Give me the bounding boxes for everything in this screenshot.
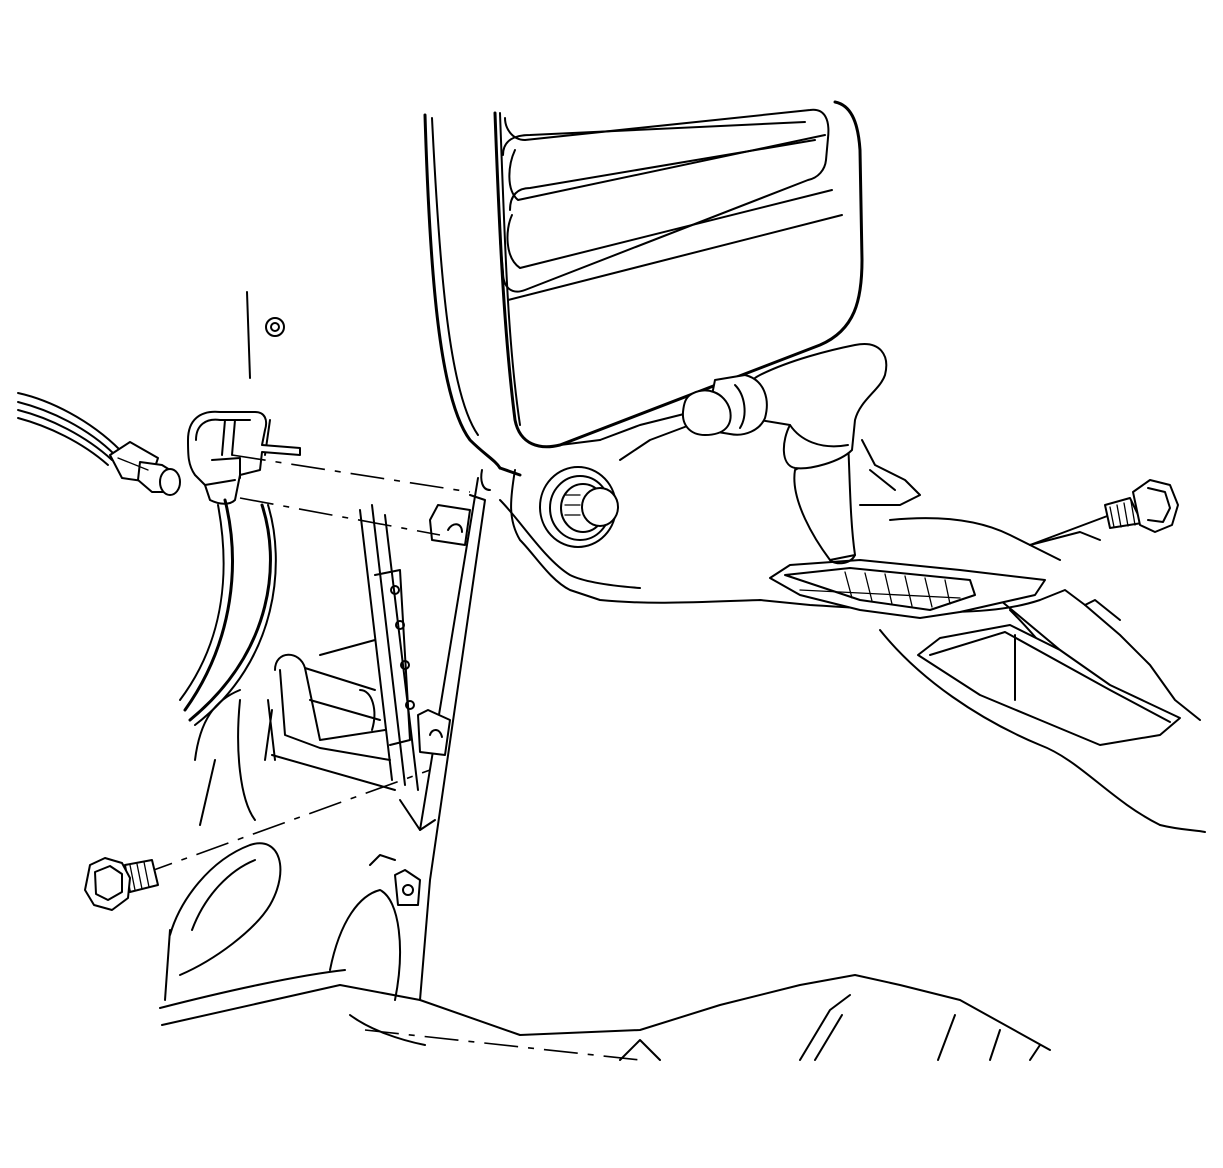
floor-carpet <box>159 842 1051 1061</box>
bolt-lower-left <box>84 857 159 911</box>
shift-lever <box>681 343 888 565</box>
bolt-upper-right <box>1104 479 1179 533</box>
shift-indicator-plate <box>769 559 1046 619</box>
headrest-pad <box>499 108 843 301</box>
center-console <box>499 409 1206 833</box>
assembly-leader-lines <box>139 454 1111 876</box>
seat-back <box>423 100 864 491</box>
seat-adjuster-track <box>267 504 419 791</box>
wiring-harness <box>17 392 121 466</box>
seat-belt-buckle <box>179 410 301 726</box>
console-cup-holder <box>917 624 1181 746</box>
power-outlet <box>539 466 619 548</box>
harness-connector <box>109 441 181 496</box>
